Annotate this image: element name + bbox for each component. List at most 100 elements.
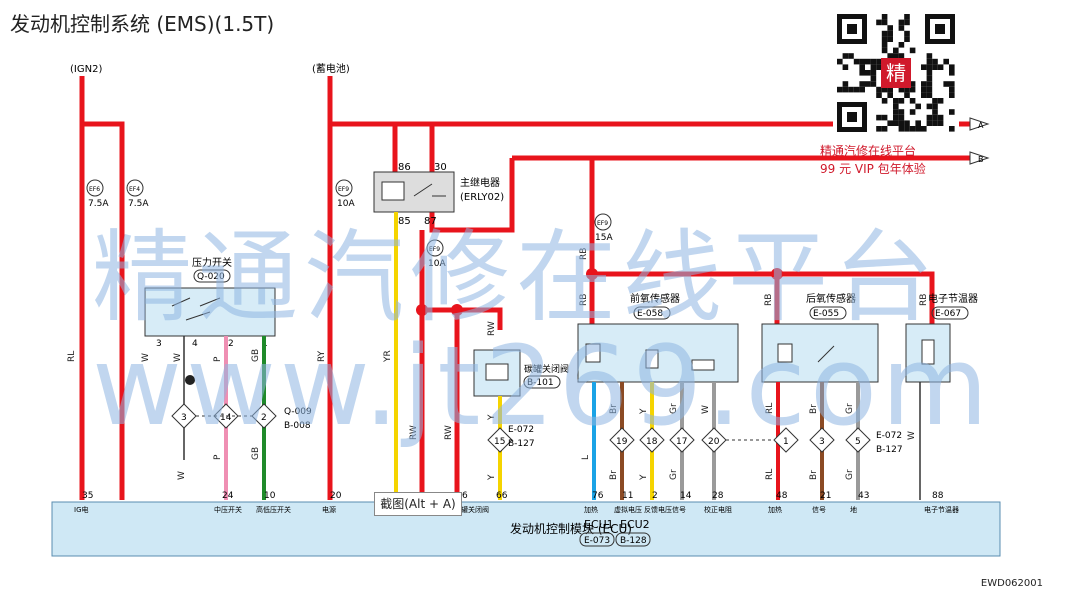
qr-module [921, 86, 927, 93]
qr-module [881, 114, 888, 121]
page-title: 发动机控制系统 (EMS)(1.5T) [10, 12, 275, 36]
code: B-127 [508, 439, 535, 449]
qr-module [876, 92, 882, 98]
qr-badge-text: 精 [886, 61, 906, 85]
ecu-pin-number: 20 [330, 491, 342, 501]
ecu-pin-number: 28 [712, 491, 724, 501]
fuse-rating: 7.5A [128, 199, 149, 209]
ecu-pin-label: 电源 [322, 505, 336, 514]
qr-module [842, 86, 849, 93]
qr-module [937, 98, 944, 104]
ecu-pin-label: 校正电阻 [704, 505, 732, 514]
wire-code: W [701, 405, 711, 414]
wire-code: P [213, 454, 223, 460]
qr-module [898, 120, 905, 126]
wire-code: Gr [845, 403, 855, 414]
ecu-pin-label: 虚拟电压 [614, 505, 642, 514]
wire-code: Y [639, 474, 649, 481]
qr-module [949, 81, 955, 87]
wire-code: Y [639, 408, 649, 415]
qr-module [893, 47, 899, 54]
qr-module [898, 53, 905, 59]
wire-code: Y [487, 474, 497, 481]
qr-module [926, 70, 933, 76]
qr-module [898, 98, 905, 104]
qr-module [937, 120, 944, 126]
qr-module [932, 120, 938, 126]
fuse-rating: 10A [428, 259, 446, 269]
ecu-name: 发动机控制模块 (ECU) [510, 521, 632, 536]
qr-module [881, 47, 888, 54]
ecu-pin-number: 11 [622, 491, 633, 501]
ecu-pin-number: 10 [264, 491, 276, 501]
qr-module [887, 30, 893, 37]
battery-label: (蓄电池) [312, 62, 350, 75]
pin: 20 [708, 437, 720, 447]
qr-module [926, 64, 933, 70]
promo-line1: 精通汽修在线平台 [820, 144, 917, 158]
qr-module [904, 86, 910, 93]
qr-module [921, 92, 927, 98]
wire-code: RW [444, 425, 454, 440]
wire-code: Br [809, 470, 819, 480]
fuse-ef4: EF4 7.5A [126, 179, 149, 209]
qr-module [893, 98, 899, 104]
ecu-pin-number: 24 [222, 491, 234, 501]
qr-module [904, 19, 910, 26]
relay-code: (ERLY02) [460, 192, 504, 203]
qr-module [842, 64, 849, 70]
promo-line2: 99 元 VIP 包年体验 [820, 162, 926, 176]
qr-module [893, 109, 899, 115]
front-o2-sensor: 前氧传感器 E-058 [577, 292, 739, 383]
heater-icon [777, 343, 793, 363]
front-o2-name: 前氧传感器 [630, 292, 680, 305]
pin: 3 [156, 339, 162, 349]
ecu-pin-number: 76 [592, 491, 604, 501]
wire-code: W [173, 353, 183, 362]
ecu-pin-label: 信号 [672, 505, 686, 514]
qr-module [859, 58, 865, 65]
qr-module [909, 109, 916, 115]
qr-module [926, 103, 933, 110]
qr-module [932, 58, 938, 65]
qr-module [926, 58, 933, 65]
qr-module [915, 120, 921, 126]
front-o2-code: E-058 [637, 309, 663, 319]
qr-module [904, 120, 910, 126]
qr-module [898, 25, 905, 31]
ecu1-label: ECU1 [584, 518, 614, 531]
heater-icon [585, 343, 601, 363]
ecu-pin-number: 21 [820, 491, 831, 501]
ground-dot [185, 375, 195, 385]
fuse-id: EF9 [597, 220, 608, 227]
qr-module [893, 53, 899, 59]
wire-code: RY [317, 350, 327, 362]
qr-module [881, 98, 888, 104]
qr-module [887, 120, 893, 126]
relay-pin-87: 87 [424, 216, 437, 227]
pressure-switch: 压力开关 Q-020 3 4 2 1 [144, 256, 276, 349]
ecu-pin-number: 66 [496, 491, 508, 501]
qr-module [853, 58, 860, 65]
ecu1-code: E-073 [584, 536, 610, 546]
wire-code: YR [383, 350, 393, 363]
qr-module [876, 86, 882, 93]
splice-dots [416, 268, 783, 316]
qr-module [949, 109, 955, 115]
fuse-ef9-battery: EF9 10A [335, 179, 355, 209]
qr-module [881, 19, 888, 26]
pin: 19 [616, 437, 628, 447]
qr-module [921, 64, 927, 70]
ecu-pin-label: IG电 [74, 505, 89, 514]
ecu-pin-number: 43 [858, 491, 869, 501]
fuse-id: EF9 [338, 186, 349, 193]
ecu-pin-label: 信号 [812, 505, 826, 514]
pin: 1 [783, 437, 789, 447]
qr-module [926, 53, 933, 59]
pin: 2 [228, 339, 234, 349]
ecu2-code: B-128 [620, 536, 647, 546]
wire-code: RB [579, 248, 589, 260]
qr-module [904, 92, 910, 98]
offpage-arrow-b [969, 151, 990, 165]
